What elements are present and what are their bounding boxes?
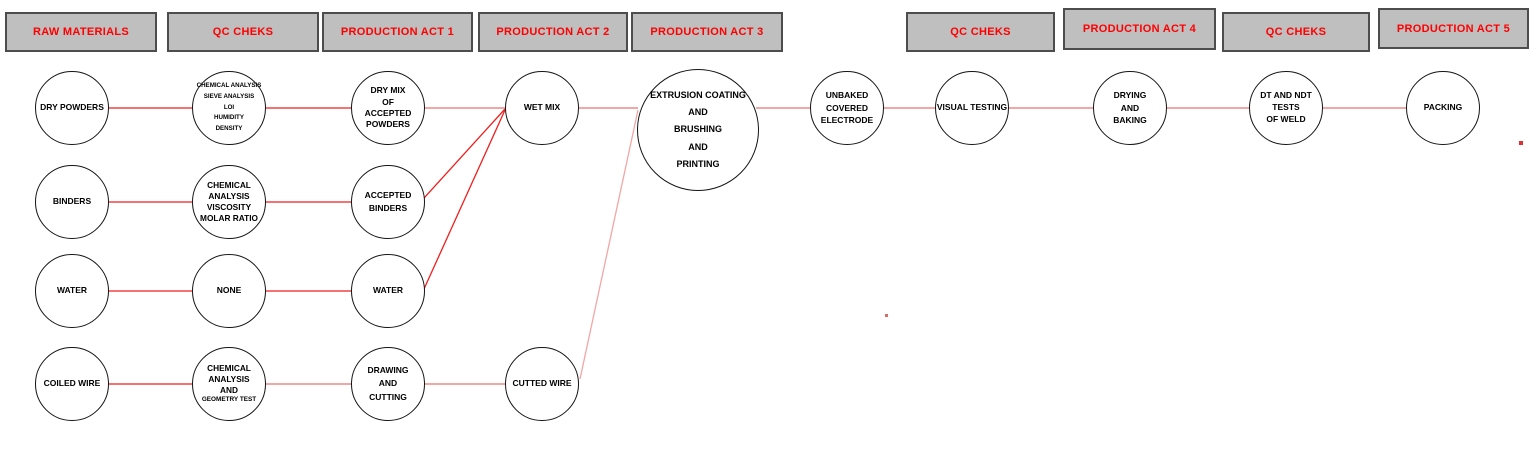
node-qc-water-label: NONE <box>216 285 242 296</box>
node-qc-powders-label: LOI <box>223 103 235 111</box>
node-wet-mix: WET MIX <box>505 71 579 145</box>
node-drying-baking-label: AND <box>1120 102 1140 113</box>
stray-red-speck-2 <box>885 314 888 317</box>
node-qc-powders: CHEMICAL ANALYSIS SIEVE ANALYSIS LOI HUMIDI… <box>192 71 266 145</box>
node-packing-label: PACKING <box>1423 102 1463 113</box>
edge-accepted-binders-to-wet-mix <box>423 108 506 199</box>
node-drawing-cutting: DRAWING AND CUTTING <box>351 347 425 421</box>
edge-cutted-wire-to-extrusion <box>579 109 639 380</box>
node-coiled-wire: COILED WIRE <box>35 347 109 421</box>
header-production-act-1: PRODUCTION ACT 1 <box>322 12 473 52</box>
node-visual-testing: VISUAL TESTING <box>935 71 1009 145</box>
node-qc-binders-label: CHEMICAL <box>207 179 251 190</box>
node-drying-baking: DRYING AND BAKING <box>1093 71 1167 145</box>
node-cutted-wire-label: CUTTED WIRE <box>512 378 572 389</box>
node-visual-testing-label: VISUAL TESTING <box>936 102 1008 113</box>
node-qc-water: NONE <box>192 254 266 328</box>
header-qc-cheks-1: QC CHEKS <box>167 12 319 52</box>
node-extrusion-label: AND <box>688 107 708 118</box>
node-cutted-wire: CUTTED WIRE <box>505 347 579 421</box>
node-dry-mix-label: OF <box>382 96 394 107</box>
node-extrusion-label: EXTRUSION COATING <box>650 90 746 101</box>
node-dt-ndt-label: TESTS <box>1272 102 1300 113</box>
node-dry-powders: DRY POWDERS <box>35 71 109 145</box>
node-extrusion-label: BRUSHING <box>673 124 722 135</box>
node-qc-powders-label: SIEVE ANALYSIS <box>203 92 255 100</box>
header-raw-materials: RAW MATERIALS <box>5 12 157 52</box>
node-qc-wire-label: GEOMETRY TEST <box>201 396 257 404</box>
node-qc-powders-label: HUMIDITY <box>214 114 244 122</box>
node-dry-mix-label: DRY MIX <box>370 85 406 96</box>
node-extrusion-label: AND <box>688 141 708 152</box>
node-extrusion-label: PRINTING <box>676 158 720 169</box>
node-binders-label: BINDERS <box>52 196 92 207</box>
header-qc-cheks-3: QC CHEKS <box>1222 12 1370 52</box>
node-accepted-binders-label: BINDERS <box>368 203 408 213</box>
header-production-act-5: PRODUCTION ACT 5 <box>1378 8 1529 49</box>
node-water-raw-label: WATER <box>56 285 88 296</box>
header-production-act-4: PRODUCTION ACT 4 <box>1063 8 1216 50</box>
header-production-act-3: PRODUCTION ACT 3 <box>631 12 783 52</box>
node-qc-wire-label: CHEMICAL <box>207 362 251 373</box>
node-qc-binders-label: ANALYSIS <box>208 190 250 201</box>
node-qc-powders-label: DENSITY <box>215 125 243 133</box>
node-qc-binders-label: VISCOSITY <box>206 202 252 212</box>
node-accepted-binders-label: ACCEPTED <box>364 190 412 201</box>
node-qc-wire-label: AND <box>220 385 238 396</box>
node-extrusion: EXTRUSION COATING AND BRUSHING AND PRINTING <box>637 69 759 191</box>
node-water-accepted-label: WATER <box>372 285 404 296</box>
node-drawing-cutting-label: AND <box>378 378 398 389</box>
node-drawing-cutting-label: CUTTING <box>369 391 407 402</box>
node-accepted-binders: ACCEPTED BINDERS <box>351 165 425 239</box>
node-drying-baking-label: DRYING <box>1113 89 1147 100</box>
node-dt-ndt-label: DT AND NDT <box>1260 90 1312 101</box>
node-dt-ndt-label: OF WELD <box>1266 113 1306 124</box>
node-unbaked: UNBAKED COVERED ELECTRODE <box>810 71 884 145</box>
node-qc-wire-label: ANALYSIS <box>208 374 250 385</box>
node-unbaked-label: UNBAKED <box>825 89 869 100</box>
edge-water-accepted-to-wet-mix <box>423 109 506 290</box>
node-coiled-wire-label: COILED WIRE <box>43 378 101 389</box>
node-water-raw: WATER <box>35 254 109 328</box>
node-drying-baking-label: BAKING <box>1113 115 1147 126</box>
node-water-accepted: WATER <box>351 254 425 328</box>
node-unbaked-label: ELECTRODE <box>820 115 874 126</box>
node-unbaked-label: COVERED <box>825 102 869 113</box>
node-qc-powders-label: CHEMICAL ANALYSIS <box>196 81 262 89</box>
node-dry-mix-label: POWDERS <box>366 119 410 130</box>
node-binders: BINDERS <box>35 165 109 239</box>
header-production-act-2: PRODUCTION ACT 2 <box>478 12 628 52</box>
node-dry-powders-label: DRY POWDERS <box>40 102 104 113</box>
node-wet-mix-label: WET MIX <box>523 102 561 113</box>
node-dry-mix-label: ACCEPTED <box>364 108 412 118</box>
stray-red-speck-1 <box>1519 141 1523 145</box>
node-qc-binders-label: MOLAR RATIO <box>200 213 258 224</box>
header-qc-cheks-2: QC CHEKS <box>906 12 1055 52</box>
node-drawing-cutting-label: DRAWING <box>367 364 409 375</box>
node-packing: PACKING <box>1406 71 1480 145</box>
